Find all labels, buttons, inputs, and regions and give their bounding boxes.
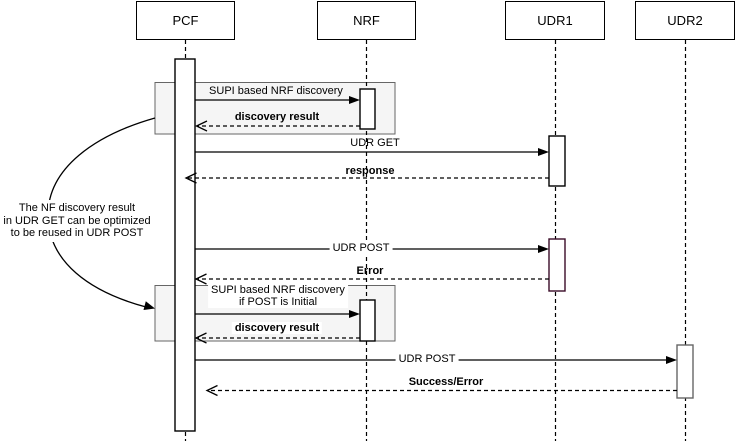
arrowhead-success-error-icon [205, 384, 218, 397]
message-label-response: response [345, 165, 395, 177]
arrowhead-discovery-result-1-icon [194, 120, 208, 132]
message-label-udr-post-2: UDR POST [395, 353, 459, 365]
arrowhead-error-icon [194, 273, 207, 285]
message-label-supi-discovery-2-line2: if POST is Initial [238, 295, 318, 308]
activation-udr2 [676, 344, 694, 399]
actor-label-pcf: PCF [172, 13, 199, 28]
message-label-success-error: Success/Error [408, 376, 484, 388]
arrowhead-discovery-result-2-icon [194, 332, 207, 344]
arrowhead-supi-discovery-2-icon [349, 310, 360, 318]
arrowhead-udr-get-icon [538, 148, 549, 156]
message-label-udr-get: UDR GET [350, 137, 400, 149]
actor-box-nrf: NRF [317, 1, 416, 40]
arrowhead-udr-post-2-icon [666, 356, 677, 364]
message-label-udr-post-1: UDR POST [329, 242, 393, 254]
message-label-error: Error [356, 265, 384, 277]
annotation-line-2: in UDR GET can be optimized [3, 214, 151, 227]
actor-label-udr2: UDR2 [667, 13, 703, 28]
actor-box-udr1: UDR1 [505, 1, 605, 40]
message-label-discovery-result-1: discovery result [234, 111, 320, 123]
activation-pcf [174, 58, 196, 432]
actor-label-nrf: NRF [353, 13, 380, 28]
message-label-supi-discovery-2: SUPI based NRF discovery if POST is Init… [208, 284, 348, 308]
arrowhead-udr-post-1-icon [538, 245, 549, 253]
actor-box-udr2: UDR2 [635, 1, 735, 40]
activation-nrf-1 [359, 88, 376, 130]
actor-box-pcf: PCF [136, 1, 235, 40]
message-label-supi-discovery-1: SUPI based NRF discovery [209, 85, 343, 97]
annotation-curve-arrowhead-icon [143, 301, 155, 310]
arrowhead-response-icon [184, 172, 197, 184]
message-label-discovery-result-2: discovery result [231, 322, 323, 334]
annotation-line-3: to be reused in UDR POST [10, 227, 144, 239]
activation-nrf-2 [359, 299, 376, 342]
actor-label-udr1: UDR1 [537, 13, 573, 28]
activation-udr1-1 [548, 135, 566, 187]
message-label-supi-discovery-2-line1: SUPI based NRF discovery [211, 284, 345, 296]
annotation-note: The NF discovery result in UDR GET can b… [2, 200, 152, 242]
arrowhead-supi-discovery-1-icon [349, 96, 360, 104]
activation-udr1-2 [548, 238, 566, 292]
annotation-line-1: The NF discovery result [18, 202, 136, 214]
